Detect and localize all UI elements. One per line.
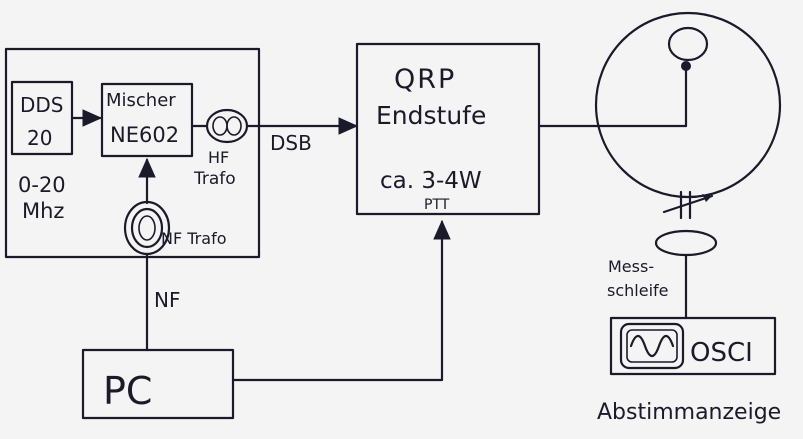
mixer-chip-label: NE602 [110,123,179,147]
nf-label: NF [154,288,180,312]
mixer-box [100,82,194,158]
tuning-indicator-caption: Abstimmanzeige [597,400,781,425]
dds-value: 20 [27,126,52,150]
hf-trafo-coil-icon [205,108,249,144]
measurement-loop [654,229,718,257]
mess-label-2: schleife [607,281,668,300]
dsb-label: DSB [270,131,312,155]
qrp-endstufe-label: Endstufe [376,101,486,130]
qrp-power-label: ca. 3-4W [380,168,482,194]
feed-point [681,61,691,71]
osci-label: OSCI [690,338,753,368]
nf-trafo-coil-icon [123,200,171,256]
coupling-loop [667,26,709,62]
sine-wave-icon [619,322,685,370]
mixer-label: Mischer [106,90,176,111]
pc-box [81,348,235,420]
ptt-label: PTT [424,197,450,213]
dds-label: DDS [20,93,64,117]
exciter-box [4,47,261,259]
oscilloscope-box [609,316,777,376]
magnetic-loop-antenna [594,11,782,199]
mess-label-1: Mess- [608,257,654,276]
pc-to-ptt-arrow [231,219,451,382]
hf-trafo-label-2: Trafo [193,169,236,189]
nf-trafo-label: NF Trafo [161,229,226,248]
qrp-label: QRP [394,64,456,95]
qrp-amplifier-box [355,42,541,216]
pc-label: PC [103,369,152,413]
hf-trafo-label-1: HF [208,148,229,167]
freq-range-label: 0-20 [18,173,66,197]
variable-capacitor-icon [662,190,714,220]
freq-unit-label: Mhz [22,199,64,223]
